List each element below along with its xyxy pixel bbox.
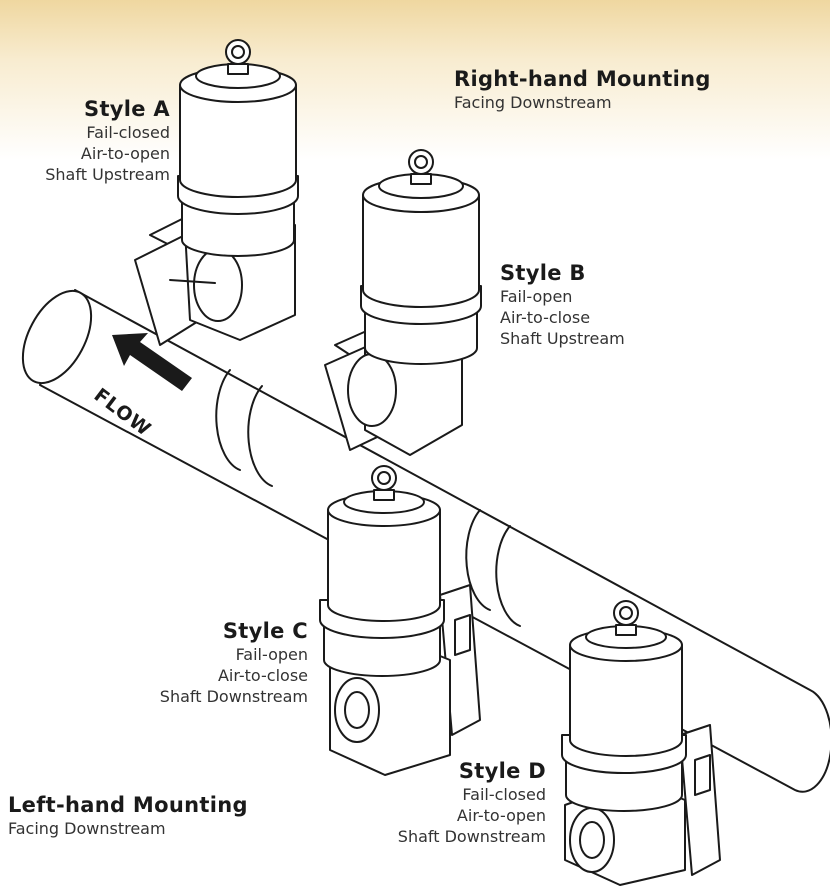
right-mounting-subtitle: Facing Downstream — [454, 93, 612, 113]
actuator-style-a — [134, 39, 299, 346]
actuator-style-b — [324, 149, 482, 456]
style-b-line-1: Fail-open — [500, 287, 573, 307]
actuator-style-c — [319, 465, 481, 776]
left-mounting-subtitle: Facing Downstream — [8, 819, 166, 839]
left-hand-mounting-label: Left-hand Mounting Facing Downstream — [8, 792, 248, 840]
style-d-name: Style D — [458, 759, 546, 783]
style-b-label: Style B Fail-open Air-to-close Shaft Ups… — [500, 260, 625, 350]
style-b-name: Style B — [500, 261, 586, 285]
style-c-line-1: Fail-open — [235, 645, 308, 665]
style-c-line-3: Shaft Downstream — [159, 686, 308, 706]
style-a-line-1: Fail-closed — [86, 123, 170, 143]
style-b-line-3: Shaft Upstream — [500, 328, 625, 348]
style-d-line-3: Shaft Downstream — [397, 826, 546, 846]
style-d-label: Style D Fail-closed Air-to-open Shaft Do… — [398, 758, 546, 848]
style-a-line-2: Air-to-open — [80, 144, 170, 164]
style-c-label: Style C Fail-open Air-to-close Shaft Dow… — [160, 618, 308, 708]
style-a-label: Style A Fail-closed Air-to-open Shaft Up… — [45, 96, 170, 186]
style-a-line-3: Shaft Upstream — [45, 164, 170, 184]
right-hand-mounting-label: Right-hand Mounting Facing Downstream — [454, 66, 711, 114]
right-mounting-title: Right-hand Mounting — [454, 67, 711, 91]
actuator-style-d — [561, 600, 721, 886]
style-c-line-2: Air-to-close — [217, 666, 308, 686]
style-d-line-1: Fail-closed — [462, 785, 546, 805]
left-mounting-title: Left-hand Mounting — [8, 793, 248, 817]
style-b-line-2: Air-to-close — [500, 308, 591, 328]
style-d-line-2: Air-to-open — [456, 806, 546, 826]
flow-arrow-icon — [112, 333, 192, 391]
style-c-name: Style C — [222, 619, 308, 643]
style-a-name: Style A — [84, 97, 170, 121]
